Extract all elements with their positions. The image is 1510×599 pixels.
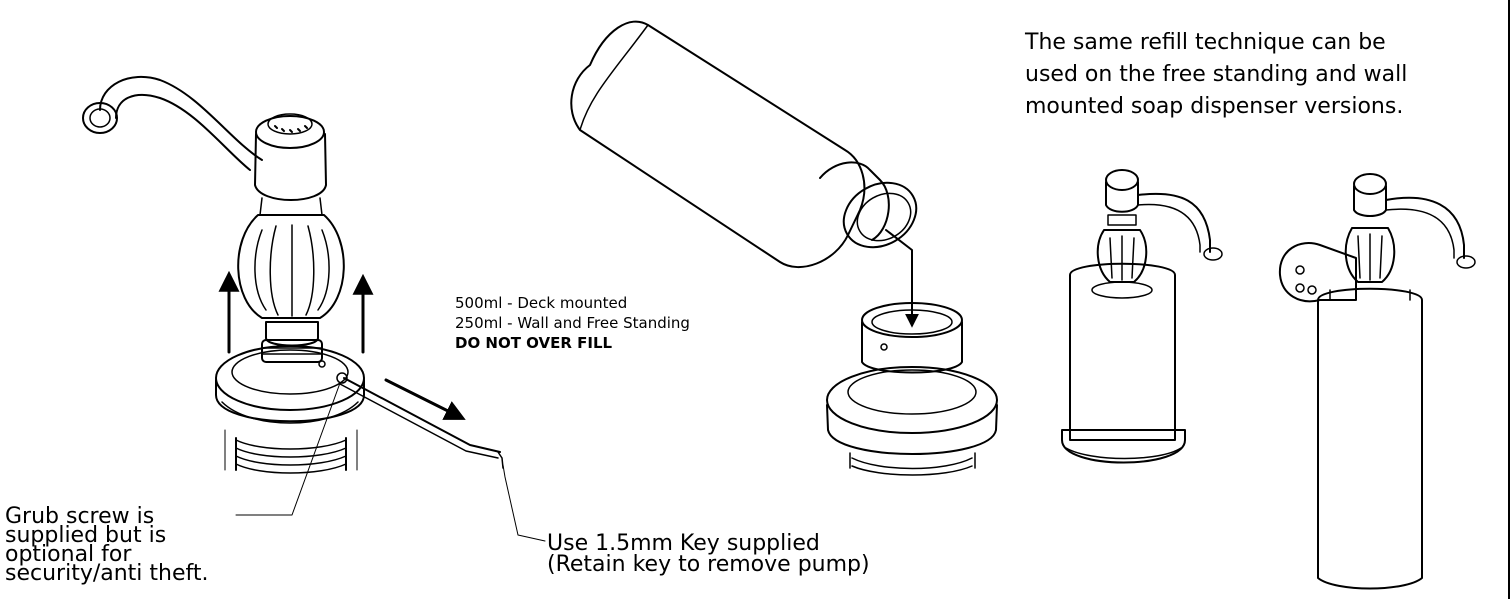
free-standing-bottle bbox=[1070, 264, 1175, 440]
wall-mounted-bottle bbox=[1318, 289, 1422, 589]
free-standing-spout bbox=[1138, 194, 1210, 252]
grub-leader bbox=[236, 383, 340, 515]
pour-arrow bbox=[886, 230, 919, 328]
fill-volume-info: 500ml - Deck mounted 250ml - Wall and Fr… bbox=[455, 293, 690, 353]
refill-technique-caption: The same refill technique can be used on… bbox=[1025, 30, 1408, 119]
pump-removal-illustration bbox=[83, 77, 545, 541]
spout-nozzle bbox=[83, 103, 117, 133]
grub-screw bbox=[337, 373, 347, 383]
wall-free-volume: 250ml - Wall and Free Standing bbox=[455, 314, 690, 332]
spout bbox=[100, 77, 262, 160]
deck-flange bbox=[216, 346, 364, 410]
wall-bracket bbox=[1280, 243, 1356, 301]
overfill-warning: DO NOT OVER FILL bbox=[455, 334, 613, 352]
grub-screw-note: Grub screw is supplied but is optional f… bbox=[5, 504, 209, 586]
pump-body bbox=[238, 215, 344, 318]
refill-bottle bbox=[571, 22, 864, 268]
key-note: Use 1.5mm Key supplied (Retain key to re… bbox=[547, 531, 870, 577]
slide-key-arrow bbox=[386, 380, 466, 420]
deck-volume: 500ml - Deck mounted bbox=[455, 294, 628, 312]
wall-mounted-dispenser bbox=[1280, 174, 1475, 589]
refill-illustration bbox=[571, 22, 997, 475]
open-deck-flange bbox=[827, 367, 997, 433]
allen-key bbox=[344, 378, 500, 452]
free-standing-dispenser bbox=[1062, 170, 1222, 463]
key-leader bbox=[503, 465, 545, 541]
